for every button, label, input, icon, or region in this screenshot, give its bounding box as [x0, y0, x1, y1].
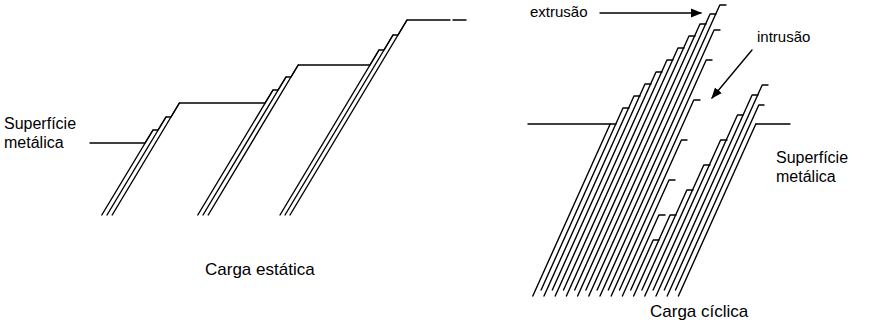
caption-label: Carga estática: [205, 260, 355, 280]
leader-arrow: [712, 50, 752, 98]
surface-line: [756, 123, 790, 124]
leader-arrow: [600, 12, 701, 13]
surface-line: [528, 123, 610, 124]
slip-lines: [102, 20, 407, 215]
surface-end: [453, 19, 466, 20]
surface-label: Superfície metálica: [776, 148, 888, 186]
surface-label: Superfície metálica: [4, 114, 88, 152]
annotation-label: intrusão: [757, 28, 837, 46]
slip-lines: [533, 5, 768, 296]
caption-label: Carga cíclica: [650, 302, 800, 322]
annotation-label: extrusão: [530, 3, 600, 21]
